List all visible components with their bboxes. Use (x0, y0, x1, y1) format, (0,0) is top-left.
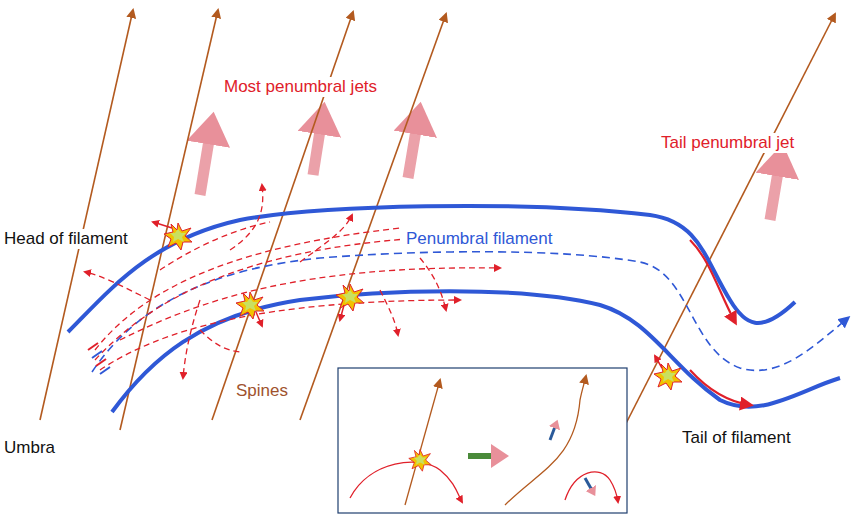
jet-label: Tail penumbral jet (659, 133, 796, 153)
reconnection-sites (164, 223, 682, 390)
spine-label: Spines (234, 381, 290, 401)
flow-lines (85, 185, 500, 378)
region-label: Tail of filament (680, 428, 793, 448)
jet-label: Most penumbral jets (222, 77, 379, 97)
region-label: Head of filament (2, 229, 130, 249)
filament-label: Penumbral filament (404, 229, 554, 249)
region-label: Umbra (2, 438, 57, 458)
filament-axis (92, 252, 848, 372)
inset-panel (338, 368, 627, 513)
small-red-arrows (153, 222, 662, 368)
surface-flows (690, 240, 750, 405)
head-stubs (88, 343, 110, 374)
